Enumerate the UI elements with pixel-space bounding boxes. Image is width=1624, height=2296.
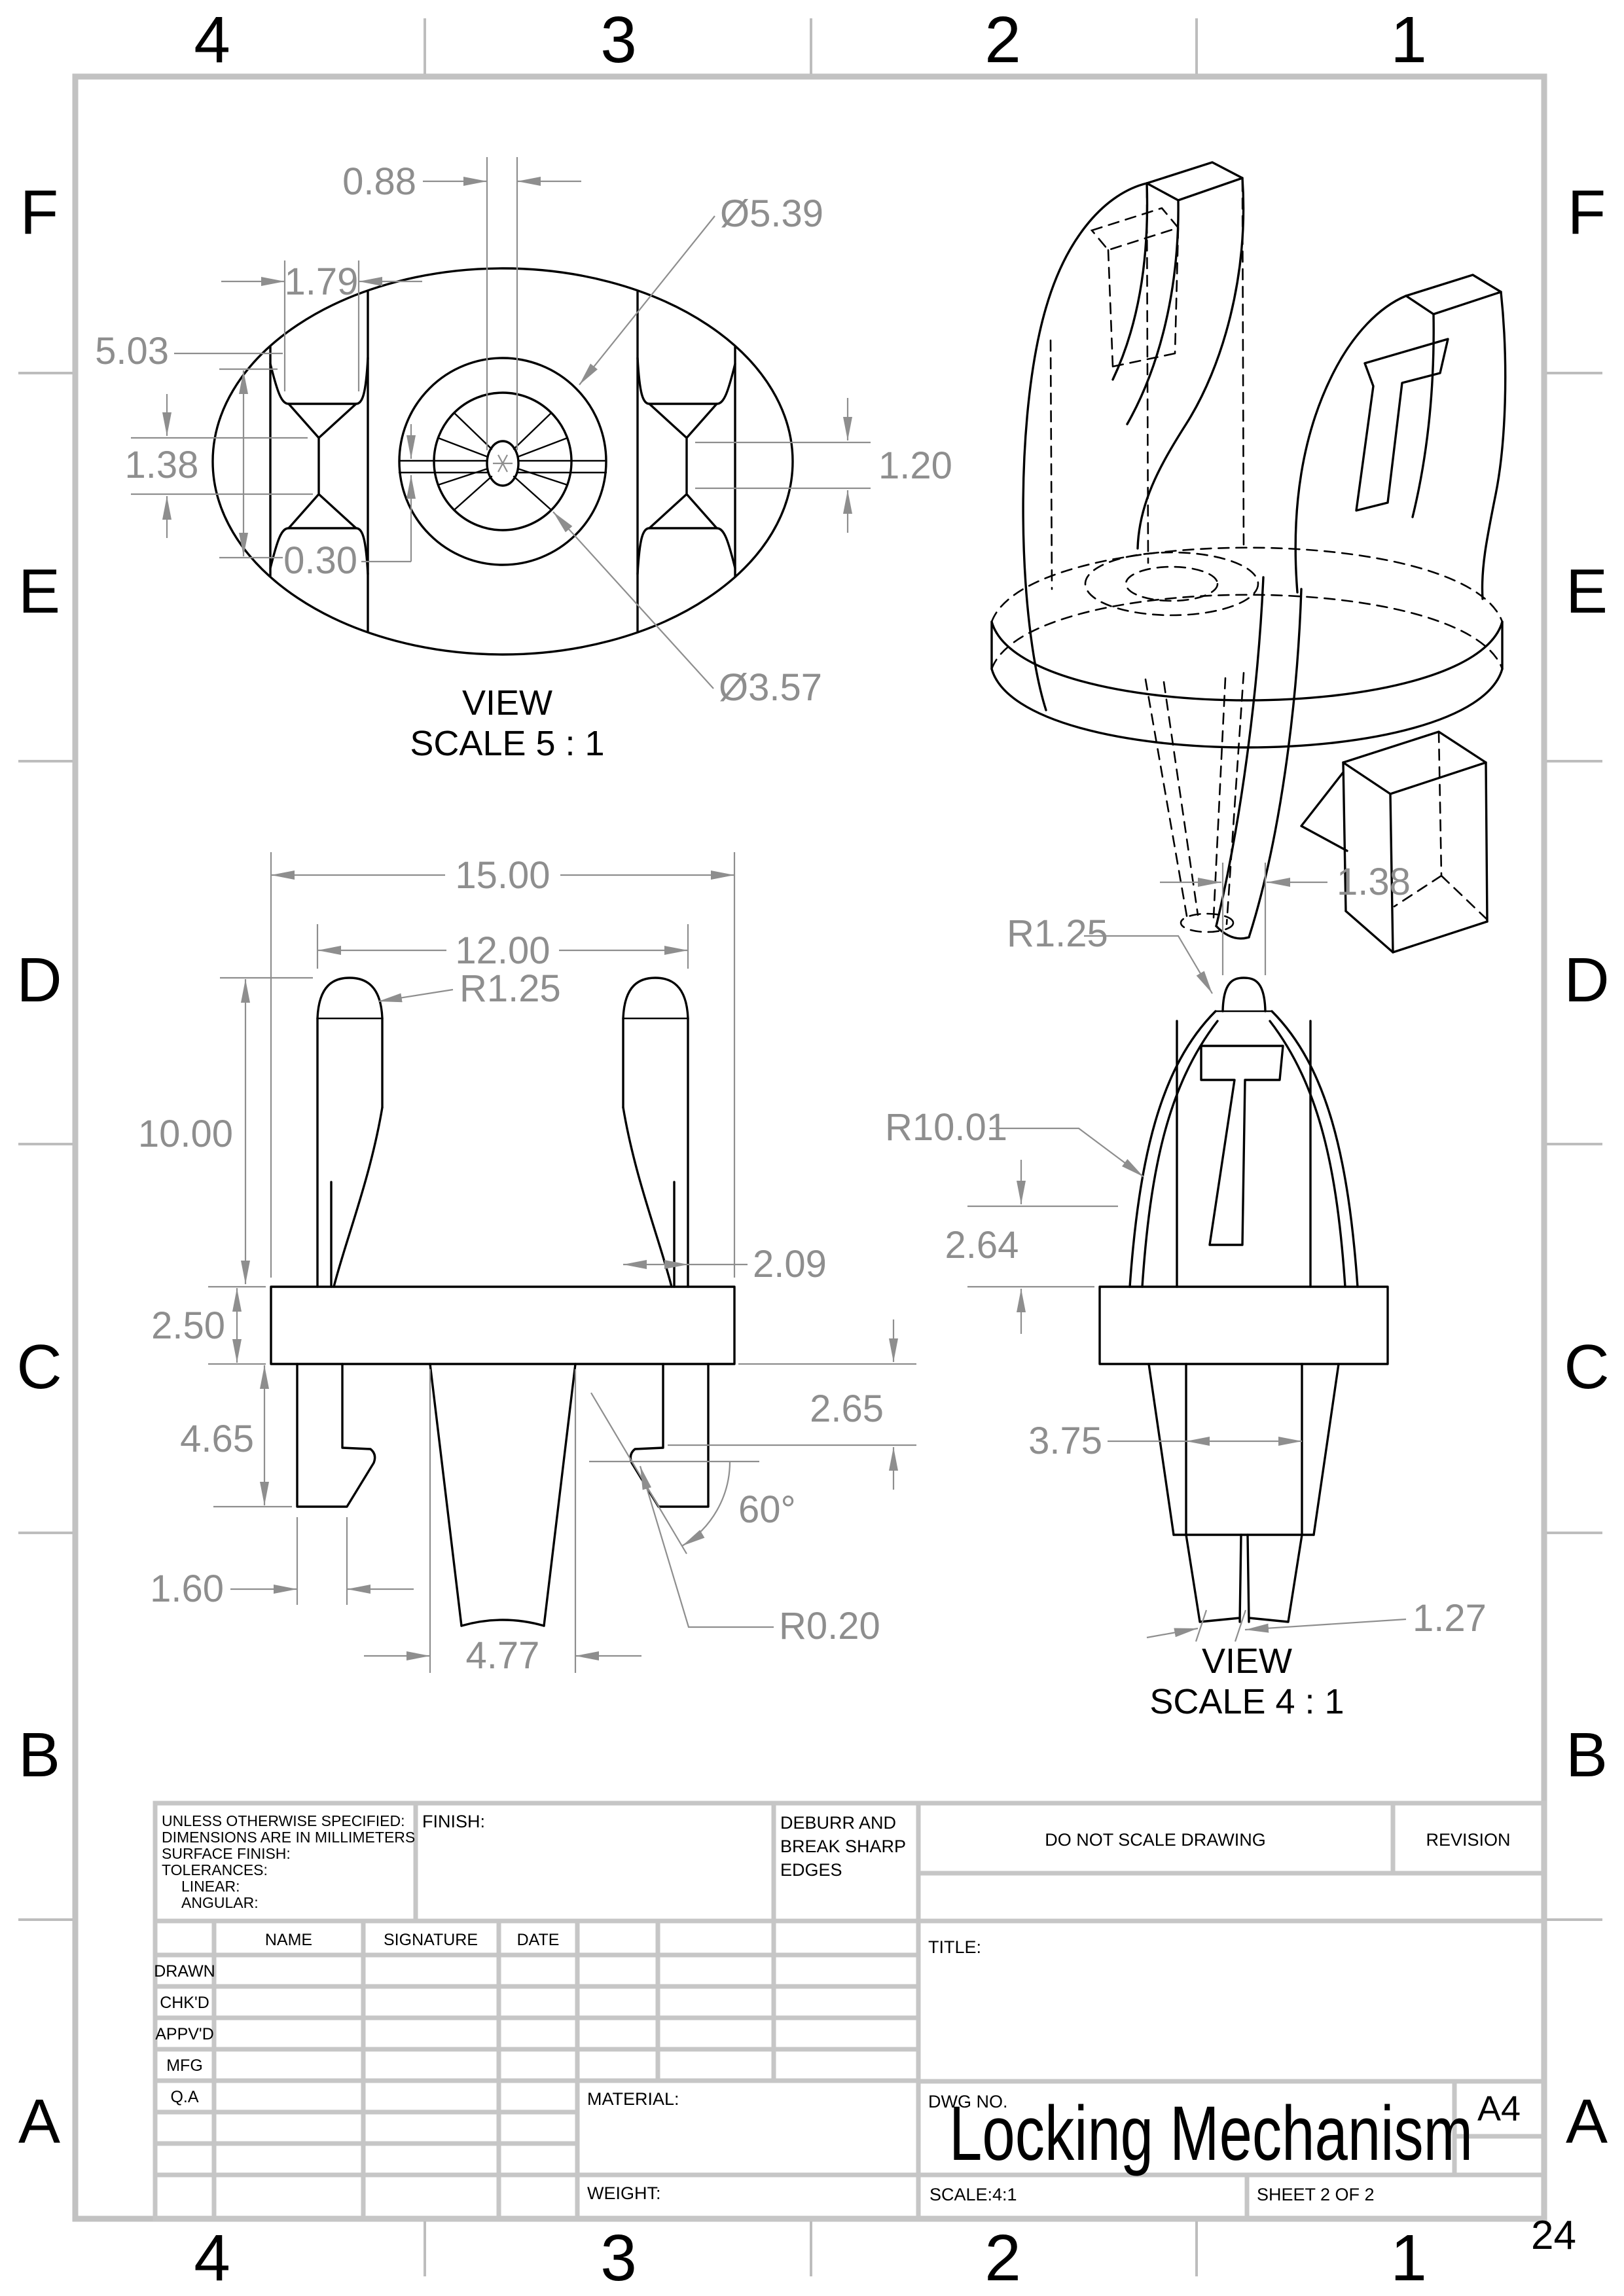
dim-slot-width: 1.79: [285, 260, 359, 303]
weight-label: WEIGHT:: [587, 2183, 661, 2203]
top-view-dimensions: 0.88 1.79 5.03 1.38 0.30 1.20: [95, 157, 952, 709]
grid-row-right-B: B: [1566, 1720, 1608, 1790]
grid-col-top-1: 1: [1390, 3, 1427, 77]
title-block: UNLESS OTHERWISE SPECIFIED: DIMENSIONS A…: [153, 1801, 1547, 2221]
grid-labels: 4 3 2 1 4 3 2 1 F E D C B A F E D C B A: [16, 3, 1609, 2295]
dim-tip-width: 1.38: [1337, 861, 1411, 903]
paper-size: A4: [1477, 2089, 1521, 2128]
scale-label: SCALE:4:1: [929, 2185, 1017, 2204]
dim-prong-tip: 1.27: [1413, 1597, 1487, 1640]
row-mfg: MFG: [166, 2056, 203, 2075]
grid-row-left-E: E: [18, 556, 60, 626]
dim-prong-span: 12.00: [455, 929, 550, 972]
deburr-note: DEBURR AND BREAK SHARP EDGES: [780, 1813, 906, 1880]
grid-col-bottom-4: 4: [194, 2221, 230, 2295]
revision-label: REVISION: [1426, 1830, 1510, 1850]
front-view: 15.00 12.00 R1.25 10.00 2.50 4.65: [138, 852, 916, 1677]
dim-leg-width-side: 3.75: [1028, 1420, 1102, 1462]
dim-prong-height: 10.00: [138, 1113, 233, 1155]
top-view: 0.88 1.79 5.03 1.38 0.30 1.20: [95, 157, 952, 763]
dim-slit: 0.30: [283, 539, 357, 582]
svg-text:UNLESS OTHERWISE SPECIFIED:: UNLESS OTHERWISE SPECIFIED:: [162, 1812, 405, 1829]
material-label: MATERIAL:: [587, 2089, 679, 2109]
side-view-dimensions: R1.25 1.38 R10.01 2.64 3.75 1.27: [885, 861, 1487, 1642]
dim-inner-dia: Ø3.57: [719, 666, 822, 709]
side-view-geometry: [1098, 977, 1389, 1623]
dim-prong-width: 2.09: [753, 1243, 827, 1285]
grid-row-left-F: F: [20, 177, 59, 247]
top-view-geometry: [211, 267, 794, 656]
grid-row-right-A: A: [1566, 2087, 1608, 2157]
svg-text:TOLERANCES:: TOLERANCES:: [162, 1861, 268, 1878]
dim-waist-right: 1.20: [878, 444, 952, 487]
front-view-dimensions: 15.00 12.00 R1.25 10.00 2.50 4.65: [138, 852, 916, 1677]
grid-row-left-D: D: [16, 945, 62, 1015]
do-not-scale-label: DO NOT SCALE DRAWING: [1045, 1830, 1266, 1850]
svg-text:SURFACE FINISH:: SURFACE FINISH:: [162, 1845, 291, 1862]
svg-text:BREAK SHARP: BREAK SHARP: [780, 1837, 906, 1856]
grid-col-bottom-1: 1: [1390, 2221, 1427, 2295]
dim-barb-offset: 2.65: [810, 1388, 884, 1430]
grid-row-right-C: C: [1564, 1332, 1609, 1402]
dim-outer-dia: Ø5.39: [720, 192, 823, 235]
dim-center-leg-width: 4.77: [466, 1634, 540, 1677]
corner-page-number: 24: [1531, 2213, 1576, 2258]
grid-row-left-C: C: [16, 1332, 62, 1402]
tolerance-note: UNLESS OTHERWISE SPECIFIED: DIMENSIONS A…: [162, 1812, 415, 1911]
row-chkd: CHK'D: [160, 1994, 209, 2012]
row-appvd: APPV'D: [155, 2025, 214, 2043]
title-label: TITLE:: [928, 1937, 981, 1957]
dim-waist-left: 1.38: [125, 444, 199, 486]
grid-col-bottom-3: 3: [600, 2221, 637, 2295]
border-frame: [18, 18, 1602, 2276]
signature-header: SIGNATURE: [384, 1931, 478, 1949]
finish-label: FINISH:: [422, 1812, 485, 1831]
isometric-view: [990, 161, 1507, 954]
name-header: NAME: [265, 1931, 312, 1949]
dim-tip-radius-front: R1.25: [460, 967, 561, 1010]
dim-overall-width: 15.00: [455, 854, 550, 897]
dim-shoulder: 2.64: [945, 1224, 1019, 1266]
dim-slot-height: 5.03: [95, 330, 169, 372]
grid-col-top-2: 2: [984, 3, 1021, 77]
svg-text:DEBURR AND: DEBURR AND: [780, 1813, 896, 1833]
dim-plate-thickness: 2.50: [151, 1304, 225, 1347]
dim-leg-width: 1.60: [150, 1568, 224, 1610]
grid-col-top-3: 3: [600, 3, 637, 77]
svg-text:ANGULAR:: ANGULAR:: [181, 1894, 259, 1911]
side-view-scale: SCALE 4 : 1: [1149, 1682, 1344, 1721]
side-view-caption: VIEW: [1202, 1641, 1292, 1681]
dim-leg-height: 4.65: [180, 1418, 254, 1460]
dim-barb-angle: 60°: [738, 1488, 796, 1531]
dim-fillet-radius: R0.20: [779, 1605, 880, 1647]
front-view-geometry: [270, 977, 736, 1627]
dim-hole-width: 0.88: [342, 160, 416, 203]
dim-tip-radius-side: R1.25: [1007, 912, 1108, 955]
grid-col-bottom-2: 2: [984, 2221, 1021, 2295]
svg-text:DIMENSIONS ARE IN MILLIMETERS: DIMENSIONS ARE IN MILLIMETERS: [162, 1829, 415, 1846]
grid-row-right-F: F: [1568, 177, 1606, 247]
svg-text:EDGES: EDGES: [780, 1860, 842, 1880]
sheet-label: SHEET 2 OF 2: [1257, 2185, 1375, 2204]
row-qa: Q.A: [170, 2088, 198, 2106]
drawing-title: Locking Mechanism: [949, 2090, 1473, 2177]
dim-side-radius: R10.01: [885, 1106, 1007, 1149]
grid-row-left-B: B: [18, 1720, 60, 1790]
svg-text:LINEAR:: LINEAR:: [181, 1878, 240, 1895]
top-view-caption: VIEW: [462, 683, 552, 723]
grid-row-right-D: D: [1564, 945, 1609, 1015]
grid-row-right-E: E: [1566, 556, 1608, 626]
top-view-scale: SCALE 5 : 1: [410, 724, 604, 763]
date-header: DATE: [517, 1931, 560, 1949]
dwg-no-label: DWG NO.: [928, 2092, 1008, 2111]
grid-col-top-4: 4: [194, 3, 230, 77]
side-view: R1.25 1.38 R10.01 2.64 3.75 1.27 VIEW: [885, 861, 1487, 1721]
grid-row-left-A: A: [18, 2087, 60, 2157]
row-drawn: DRAWN: [154, 1962, 215, 1981]
